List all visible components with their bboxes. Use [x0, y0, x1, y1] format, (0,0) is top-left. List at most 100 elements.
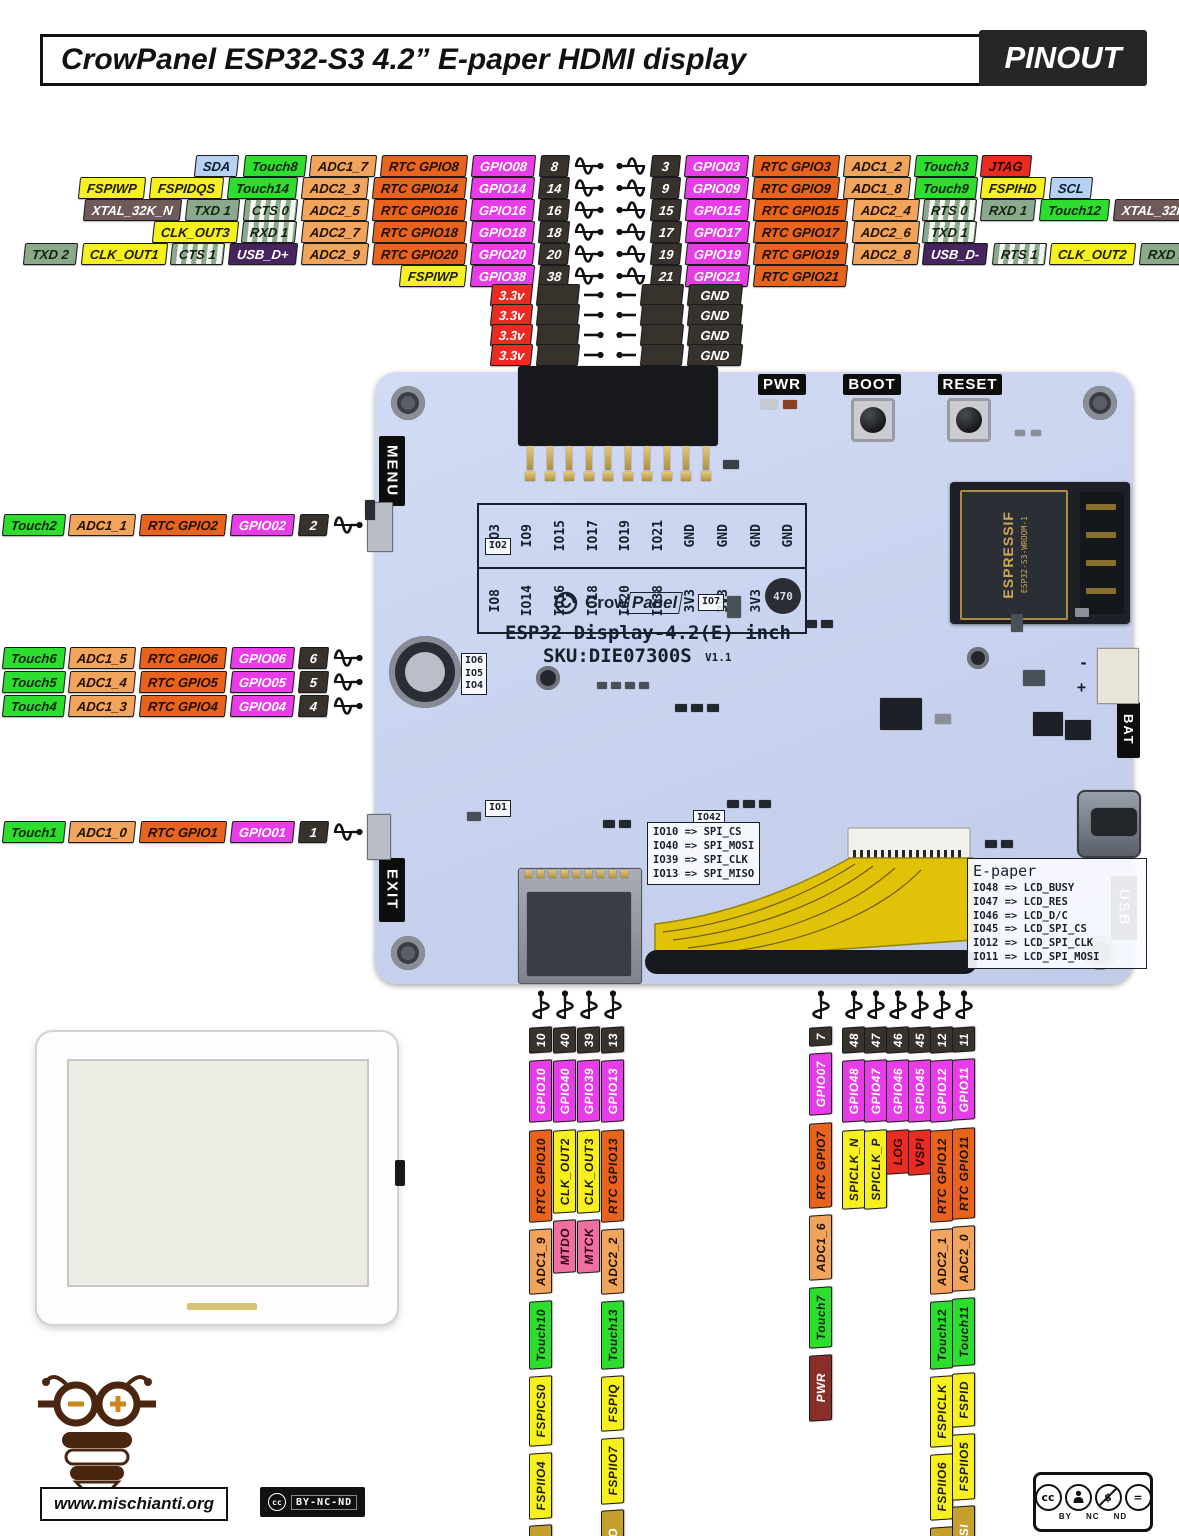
pin-function-chip: VSPI: [908, 1128, 931, 1176]
power-row-3v3: 3.3v: [489, 284, 604, 306]
smd-component: [759, 800, 771, 808]
wire-squiggle-icon: [574, 177, 604, 199]
pin-function-chip: RTC GPIO12: [930, 1128, 953, 1223]
menu-switch-knob[interactable]: [365, 500, 375, 520]
smd-component: [1015, 430, 1025, 436]
pin-function-chip: RTC GPIO7: [809, 1121, 832, 1209]
screw-hole: [391, 386, 425, 420]
pin-function-chip: ADC1_5: [68, 647, 137, 669]
gold-pin: [566, 446, 572, 470]
pin-stub: [639, 324, 685, 346]
power-row-gnd: GND: [616, 284, 744, 306]
esp32-module: ESPRESSIF ESP32-S3-WROOM-1: [950, 482, 1130, 624]
pin-function-chip: ADC2_2: [601, 1228, 624, 1295]
pin-function-chip: ADC1_4: [68, 671, 137, 693]
pin-function-chip: SPICLK_P: [864, 1128, 887, 1210]
pin-function-chip: CLK_OUT1: [80, 243, 168, 265]
pin-function-chip: RTS 1: [991, 243, 1047, 265]
wire-squiggle-icon: [602, 990, 624, 1020]
pin-number: 8: [538, 155, 571, 177]
gnd-chip: GND: [686, 284, 744, 306]
pin-number: 10: [529, 1026, 552, 1055]
pin-function-chip: RTC GPIO11: [952, 1127, 975, 1220]
pin-number: 47: [864, 1026, 887, 1055]
pin-function-chip: ADC2_9: [300, 243, 369, 265]
license-badge: cc BY-NC-ND: [260, 1487, 366, 1517]
wire-squiggle-icon: [333, 821, 363, 843]
pin-stub: [535, 344, 581, 366]
pin-function-chip: GPIO10: [529, 1059, 552, 1124]
reset-button[interactable]: [947, 398, 991, 442]
pin-number: 13: [601, 1026, 624, 1055]
pin-function-chip: GPIO03: [683, 155, 750, 177]
pin-function-chip: SS: [529, 1524, 552, 1536]
pin-function-chip: Touch1: [1, 821, 66, 843]
cc-nd-icon: =: [1124, 1483, 1152, 1511]
wire-dot-icon: [584, 344, 604, 366]
pin-function-chip: Touch11: [952, 1297, 975, 1367]
gold-pin-pad: [681, 472, 691, 481]
pin-function-chip: RTC GPIO5: [139, 671, 228, 693]
smd-component: [625, 682, 635, 689]
boot-button[interactable]: [851, 398, 895, 442]
gold-pin-pad: [564, 472, 574, 481]
io-table-cell: GND: [715, 524, 731, 548]
bat-label: BAT: [1117, 702, 1140, 758]
pin-number: 3: [649, 155, 682, 177]
boot-label: BOOT: [843, 374, 901, 395]
usbc-port: [1091, 808, 1137, 836]
pin-function-chip: CTS 0: [242, 199, 298, 221]
pin-function-chip: FSPIDQS: [148, 177, 224, 199]
gold-pin: [683, 446, 689, 470]
gold-pin: [644, 446, 650, 470]
smd-component: [1031, 430, 1041, 436]
power-chip: 3.3v: [489, 284, 534, 306]
tf-pin: [549, 870, 556, 878]
wire-squiggle-icon: [616, 199, 646, 221]
pin-function-chip: GPIO45: [908, 1059, 931, 1124]
pin-function-chip: GPIO08: [470, 155, 537, 177]
pin-function-chip: GPIO05: [229, 671, 296, 693]
pin-function-chip: ADC2_0: [952, 1225, 975, 1293]
smd-component: [935, 714, 951, 724]
gold-pin-pad: [622, 472, 633, 481]
pin-function-chip: FSPID: [952, 1371, 975, 1428]
pin-function-chip: ADC2_1: [930, 1228, 953, 1295]
pin-function-chip: ADC1_1: [68, 514, 137, 536]
wire-squiggle-icon: [574, 155, 604, 177]
exit-switch[interactable]: [367, 814, 391, 860]
smd-component: [880, 698, 922, 730]
gnd-chip: GND: [686, 304, 744, 326]
pin-number: 39: [577, 1026, 600, 1055]
pin-function-chip: SCL: [1048, 177, 1094, 199]
website-link[interactable]: www.mischianti.org: [40, 1487, 228, 1521]
pin-function-chip: RTC GPIO4: [139, 695, 228, 717]
pin-function-chip: TXD 2: [22, 243, 78, 265]
wire-squiggle-icon: [578, 990, 600, 1020]
wire-squiggle-icon: [574, 243, 604, 265]
power-row-gnd: GND: [616, 344, 744, 366]
pin-function-chip: Touch5: [1, 671, 66, 693]
battery-plus: +: [1077, 678, 1087, 696]
board-sku: SKU:DIE07300S: [543, 645, 692, 667]
pin-number: 18: [537, 221, 571, 243]
pin-function-chip: Touch8: [242, 155, 307, 177]
pin-number: 4: [297, 695, 330, 717]
pin-number: 1: [297, 821, 330, 843]
battery-connector: [1097, 648, 1139, 704]
pin-number: 9: [649, 177, 682, 199]
pin-number: 12: [930, 1026, 953, 1055]
scroll-wheel[interactable]: [389, 636, 461, 708]
pin-function-chip: Touch13: [601, 1300, 624, 1371]
pin-number: 45: [908, 1026, 931, 1055]
page-title: CrowPanel ESP32-S3 4.2” E-paper HDMI dis…: [61, 43, 747, 76]
pin-function-chip: ADC2_6: [851, 221, 920, 243]
